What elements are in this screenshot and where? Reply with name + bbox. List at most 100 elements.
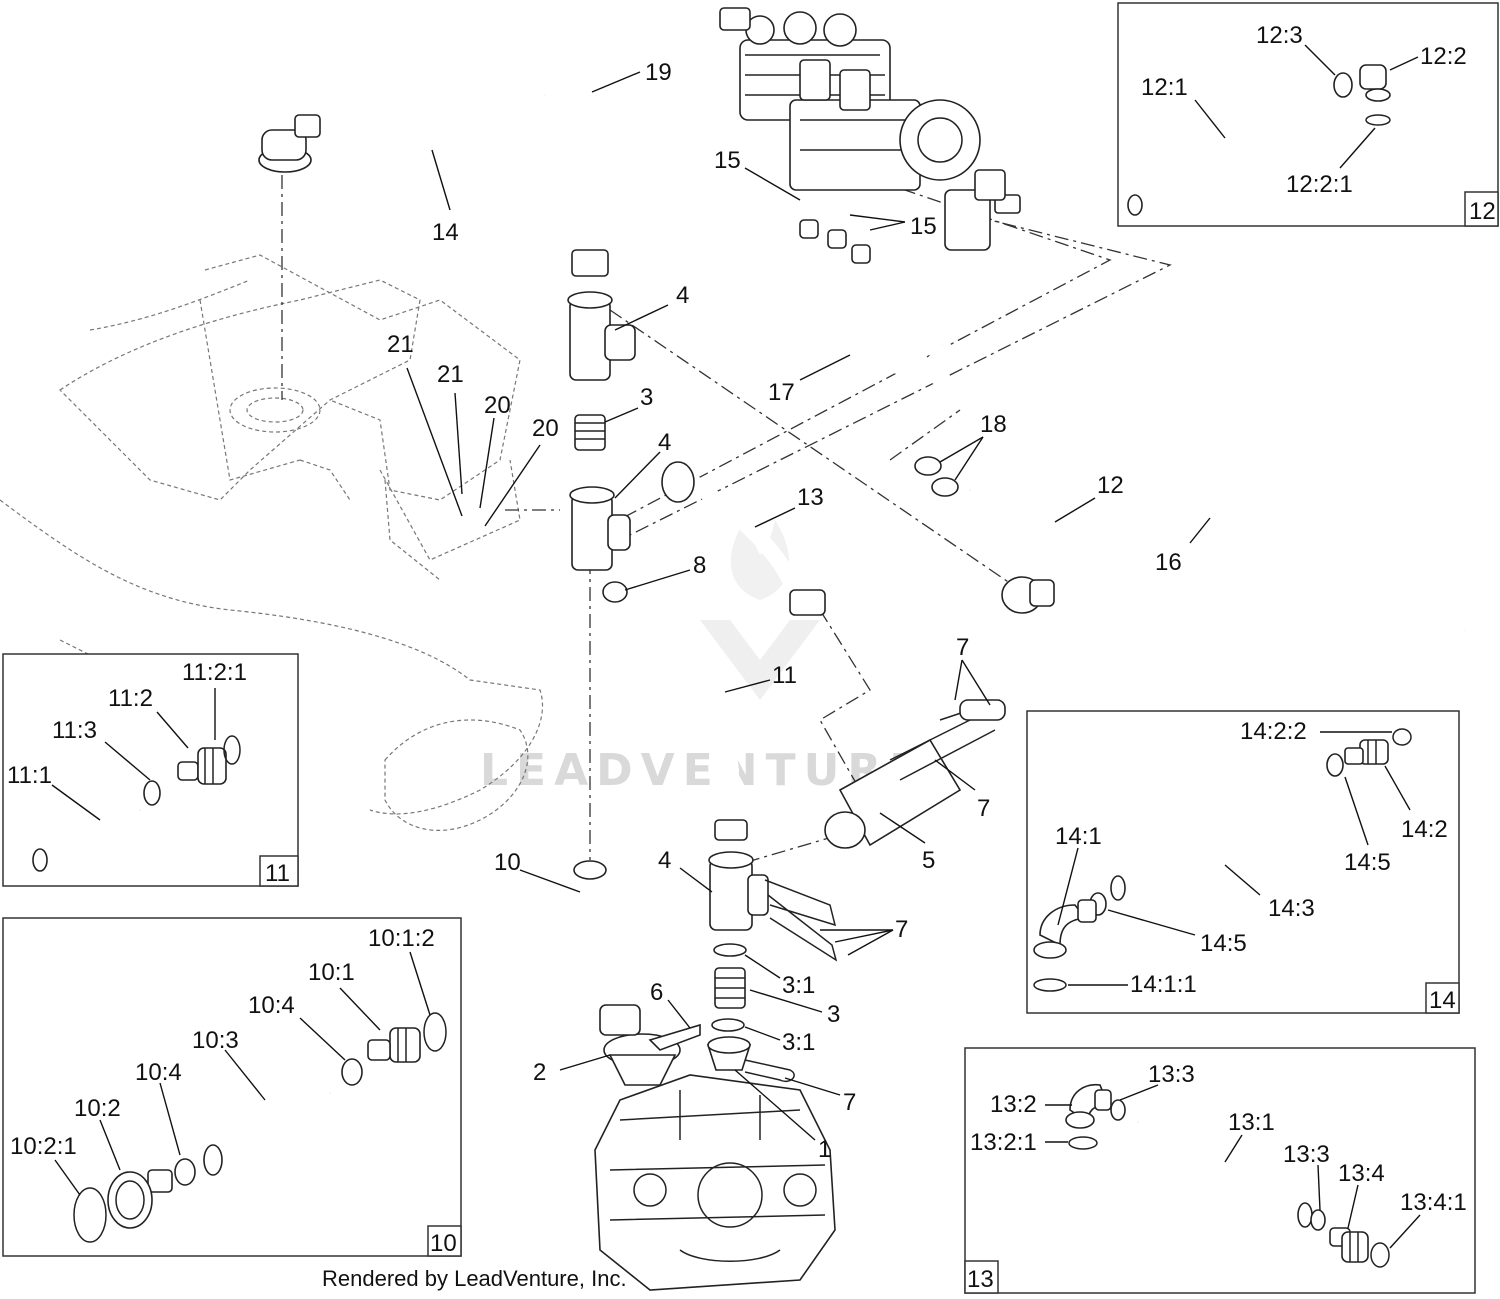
callout-17: 17: [768, 379, 795, 406]
tee-fitting-4-middle: [569, 486, 631, 571]
main-callouts: 19 14 15 15 4 3 4 21 21 20 20 13 17 18 1…: [387, 59, 1211, 1163]
inset-13-oring-bottom: [1370, 1242, 1390, 1268]
inset-14-hose: [1110, 765, 1328, 901]
inset-13-clamp-top: [1110, 1099, 1126, 1121]
inset-10-label-10-2-1: 10:2:1: [10, 1133, 77, 1160]
inset-10-label-10-2: 10:2: [74, 1095, 121, 1122]
callout-13: 13: [797, 484, 824, 511]
callout-8: 8: [693, 552, 706, 579]
elbow-fitting-13: [661, 461, 826, 616]
inset-13-label-13-4: 13:4: [1338, 1160, 1385, 1187]
inset-13-clamp-bottom: [1310, 1209, 1326, 1231]
inset-10-clamp-bottom: [174, 1158, 196, 1186]
callout-7-bottom: 7: [843, 1089, 856, 1116]
callout-5: 5: [922, 847, 935, 874]
callout-4-top: 4: [676, 282, 689, 309]
hose-14: [297, 109, 598, 251]
inset-14-label-14-1: 14:1: [1055, 823, 1102, 850]
inset-12-oring: [1365, 114, 1391, 126]
inset-14-oring-bottom: [1033, 978, 1067, 992]
inset-11-label-11-2: 11:2: [108, 685, 153, 712]
inset-10-label-10-1-2: 10:1:2: [368, 925, 435, 952]
hose-19: [538, 46, 818, 255]
tee-fitting-4-bottom: [708, 819, 769, 931]
inset-13-label-13-3-bottom: 13:3: [1283, 1141, 1330, 1168]
elbow-fitting-14: [258, 114, 321, 173]
callout-15-left: 15: [714, 147, 741, 174]
inset-10-hose: [203, 1080, 338, 1176]
inset-13-elbow: [1065, 1083, 1112, 1129]
inset-14-label-14-3: 14:3: [1268, 895, 1315, 922]
coupling-10-lower: [573, 860, 641, 1036]
inset-13-label-13-3-top: 13:3: [1148, 1061, 1195, 1088]
clamp-8: [602, 581, 628, 603]
inset-14-number: 14: [1429, 987, 1456, 1014]
hose-17: [826, 239, 950, 379]
clamps-18: [914, 456, 959, 497]
callout-4-middle: 4: [658, 429, 671, 456]
inset-13-number: 13: [967, 1266, 994, 1293]
callout-4-bottom: 4: [658, 847, 671, 874]
manifold-assembly: [719, 7, 1021, 251]
inset-14-label-14-2-2: 14:2:2: [1240, 718, 1307, 745]
inset-11-fitting: [177, 747, 227, 785]
callout-7-middle: 7: [895, 916, 908, 943]
callout-3-1-upper: 3:1: [782, 972, 815, 999]
valve-assembly-5: [824, 699, 1006, 849]
callout-19: 19: [645, 59, 672, 86]
callout-2: 2: [533, 1059, 546, 1086]
inset-10-oring-top: [423, 1012, 447, 1052]
callout-21-right: 21: [437, 361, 464, 388]
callout-11: 11: [772, 662, 797, 689]
hose-15-stubs: [799, 219, 871, 264]
callout-7-top: 7: [956, 634, 969, 661]
inset-11-label-11-1: 11:1: [7, 762, 52, 789]
callout-6: 6: [650, 979, 663, 1006]
tee-fitting-4-top: [567, 249, 636, 381]
rendered-by-footer: Rendered by LeadVenture, Inc.: [322, 1266, 627, 1291]
inset-box-13: 13 13:3 13:2 13:1 13:2:1 13:3 13:: [964, 1047, 1476, 1294]
callout-3-1-lower: 3:1: [782, 1029, 815, 1056]
inset-10-number: 10: [430, 1230, 457, 1257]
strainer-cap-2: [603, 1023, 701, 1086]
adapter-1: [706, 1036, 752, 1071]
hose-11: [610, 583, 740, 821]
inset-10-clamp-top: [341, 1058, 363, 1086]
inset-11-label-11-2-1: 11:2:1: [182, 659, 247, 686]
inset-12-hose: [1127, 84, 1340, 216]
callout-18: 18: [980, 411, 1007, 438]
inset-13-fitting: [1329, 1227, 1369, 1263]
inset-10-label-10-1: 10:1: [308, 959, 355, 986]
callout-10: 10: [494, 849, 521, 876]
inset-11-oring: [223, 735, 241, 765]
callout-21-left: 21: [387, 331, 414, 358]
inset-12-label-12-2: 12:2: [1420, 43, 1467, 70]
hose-16: [851, 258, 1472, 631]
callout-16: 16: [1155, 549, 1182, 576]
inset-11-hose: [32, 801, 145, 872]
inset-14-label-14-5-bottom: 14:5: [1200, 930, 1247, 957]
pins-7: [744, 879, 838, 1082]
inset-11-clamp: [143, 780, 161, 806]
inset-10-label-10-4-bottom: 10:4: [135, 1059, 182, 1086]
inset-box-11: 11 11:2:1 11:2 11:3 11:1: [2, 653, 299, 887]
hose-10: [579, 884, 626, 1014]
inset-14-elbow: [1033, 899, 1097, 959]
inset-box-12: 12 12:3 12:2 12:1 12:2:1: [1117, 2, 1499, 227]
hose-13: [685, 473, 815, 610]
coupler-3-bottom: [711, 943, 747, 1032]
inset-13-label-13-1: 13:1: [1228, 1109, 1275, 1136]
pump-body: [594, 1074, 836, 1291]
inset-14-clamp-top: [1326, 753, 1344, 777]
coupler-3-top: [574, 414, 606, 451]
callout-7-right: 7: [977, 795, 990, 822]
inset-12-elbow: [1359, 64, 1391, 102]
inset-13-label-13-2-1: 13:2:1: [970, 1129, 1037, 1156]
inset-14-label-14-2: 14:2: [1401, 816, 1448, 843]
inset-14-oring-top: [1392, 728, 1412, 746]
inset-box-10: 10 10:1:2 10:1 10:4 10:3 10:4 10:: [2, 917, 462, 1257]
inset-13-label-13-2: 13:2: [990, 1091, 1037, 1118]
inset-10-fitting-bottom: [107, 1169, 173, 1229]
ghost-chassis: [0, 254, 544, 831]
